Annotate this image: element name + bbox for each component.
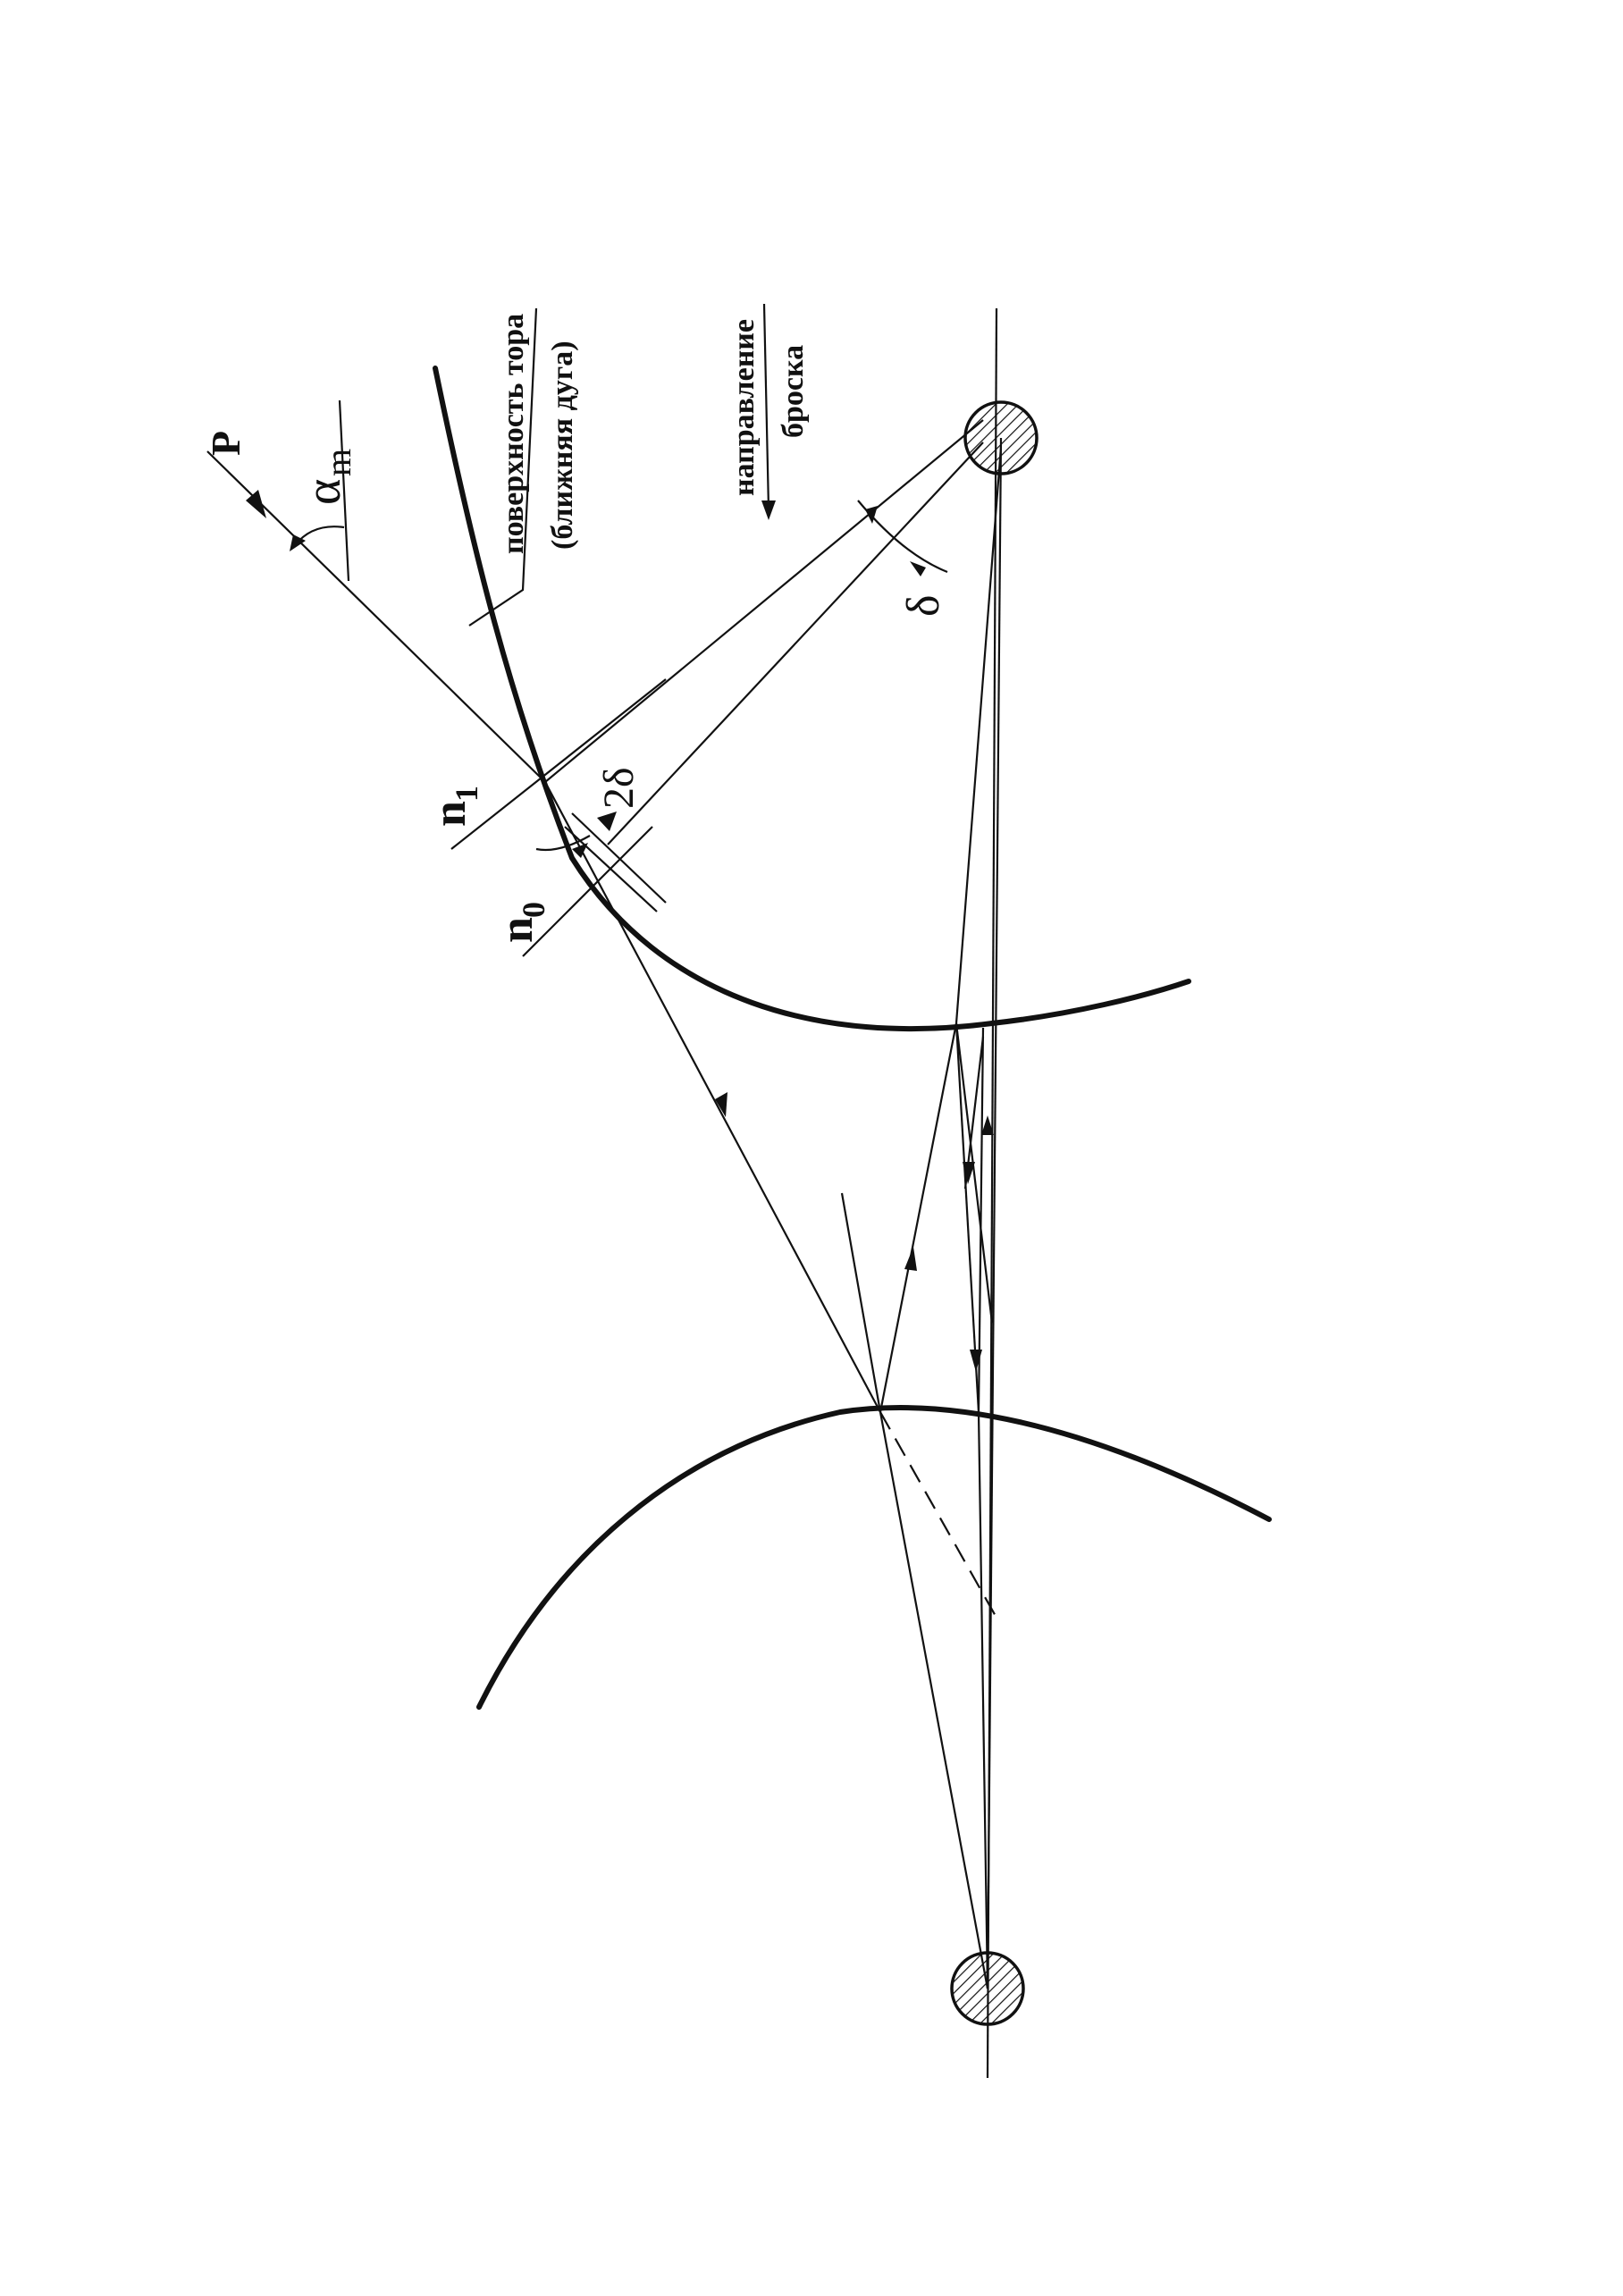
delta-arrow-2 xyxy=(910,561,926,576)
tangent-segment xyxy=(571,812,667,904)
bounce-ray-2 xyxy=(954,1022,994,1324)
force-arrow xyxy=(246,490,266,518)
alpha-arc-arrow xyxy=(290,534,306,551)
svg-text:(ближняя дуга): (ближняя дуга) xyxy=(546,341,579,550)
bounce-arrow-1 xyxy=(963,1162,975,1184)
svg-text:поверхность тора: поверхность тора xyxy=(497,314,530,554)
throw-direction-arrow xyxy=(761,500,776,520)
two-delta-label: 2δ xyxy=(595,767,643,809)
bounce-ray-1 xyxy=(954,1022,980,1413)
torus-label-leader xyxy=(468,307,538,627)
two-delta-arc xyxy=(535,835,591,852)
bounce-ray-3 xyxy=(977,1027,985,1413)
dashed-extension xyxy=(879,1411,997,1619)
two-delta-arrow xyxy=(572,843,588,858)
normal-n0-label: n 0 xyxy=(492,902,551,943)
svg-text:0: 0 xyxy=(516,902,551,918)
alpha-reference-line xyxy=(338,399,350,582)
lower-sphere-ray-b xyxy=(977,1411,989,1989)
svg-text:направление: направление xyxy=(727,319,761,496)
svg-text:m: m xyxy=(318,449,358,476)
reflected-ray-main xyxy=(544,781,881,1413)
svg-text:n: n xyxy=(492,917,542,943)
alpha-label: α m xyxy=(296,449,358,505)
normal-n1-label: n 1 xyxy=(425,786,484,827)
reflected-ray-arrow xyxy=(715,1092,727,1117)
two-delta-arrow-2 xyxy=(597,812,617,831)
bounce-arrow-2 xyxy=(981,1115,994,1135)
ray-sphere-to-n1 xyxy=(544,419,984,783)
ray-far-to-near-arrow xyxy=(904,1247,917,1271)
svg-text:1: 1 xyxy=(449,786,484,802)
delta-arrow-1 xyxy=(865,506,878,524)
normal-n0-line xyxy=(522,826,653,957)
force-line xyxy=(206,450,546,783)
force-label: P xyxy=(203,431,248,456)
torus-surface-label: поверхность тора (ближняя дуга) xyxy=(497,314,579,554)
lower-sphere-ray-c xyxy=(954,446,1003,1024)
throw-direction-label: направление броска xyxy=(727,319,810,496)
svg-text:n: n xyxy=(425,801,475,827)
ray-sphere-to-n0 xyxy=(607,442,984,845)
bounce-arrow-3 xyxy=(970,1350,982,1372)
lower-sphere-ray-a xyxy=(986,437,1003,1989)
svg-text:α: α xyxy=(296,479,351,505)
throw-direction-line xyxy=(762,303,770,510)
ray-far-to-near xyxy=(879,1022,958,1413)
torus-near-arc xyxy=(433,366,1191,1032)
torus-far-arc xyxy=(476,1405,1272,1710)
far-normal-line xyxy=(840,1192,882,1413)
svg-text:броска: броска xyxy=(777,345,810,438)
delta-label: δ xyxy=(898,594,949,617)
ray-to-lower-sphere xyxy=(879,1411,989,1989)
normal-n1-line xyxy=(450,678,667,850)
